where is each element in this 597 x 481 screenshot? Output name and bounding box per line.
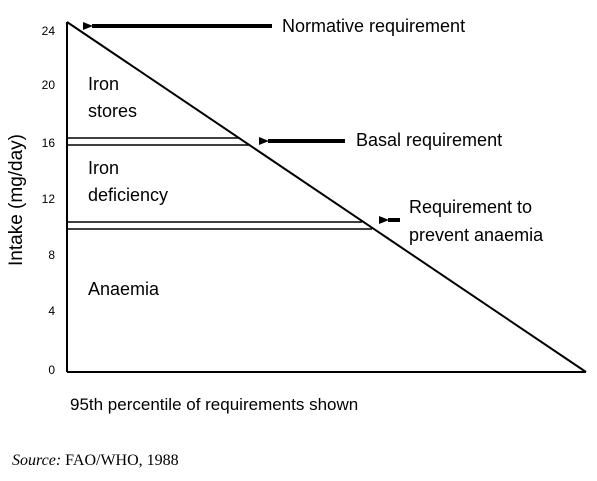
y-tick-label: 12 [42, 192, 56, 206]
anaemia-requirement-label-line1: Requirement to [409, 197, 532, 217]
y-tick-label: 20 [42, 78, 56, 92]
y-tick-label: 4 [48, 304, 55, 318]
requirement-triangle [66, 21, 587, 373]
band-labels: Iron stores Iron deficiency Anaemia [88, 74, 168, 299]
y-tick-labels: 24 20 16 12 8 4 0 [42, 24, 56, 377]
anaemia-requirement-label-line2: prevent anaemia [409, 225, 544, 245]
triangle-hypotenuse [66, 21, 587, 373]
source-label: Source: [12, 452, 62, 469]
band-label-iron-deficiency-line1: Iron [88, 158, 119, 178]
normative-requirement-label: Normative requirement [282, 16, 465, 36]
band-label-iron-deficiency-line2: deficiency [88, 185, 168, 205]
callout-arrows [83, 22, 400, 224]
y-axis-label: Intake (mg/day) [6, 134, 27, 266]
band-label-iron-stores-line1: Iron [88, 74, 119, 94]
y-tick-label: 24 [42, 24, 56, 38]
basal-requirement-label: Basal requirement [356, 130, 502, 150]
source-line: Source: FAO/WHO, 1988 [12, 452, 179, 470]
y-tick-label: 0 [48, 363, 55, 377]
source-text: FAO/WHO, 1988 [65, 452, 179, 469]
y-tick-label: 8 [48, 248, 55, 262]
band-label-iron-stores-line2: stores [88, 101, 137, 121]
callout-labels: Normative requirement Basal requirement … [282, 16, 544, 245]
footnote: 95th percentile of requirements shown [70, 395, 359, 414]
band-boundaries [67, 137, 372, 230]
y-tick-label: 16 [42, 136, 56, 150]
band-label-anaemia: Anaemia [88, 279, 160, 299]
